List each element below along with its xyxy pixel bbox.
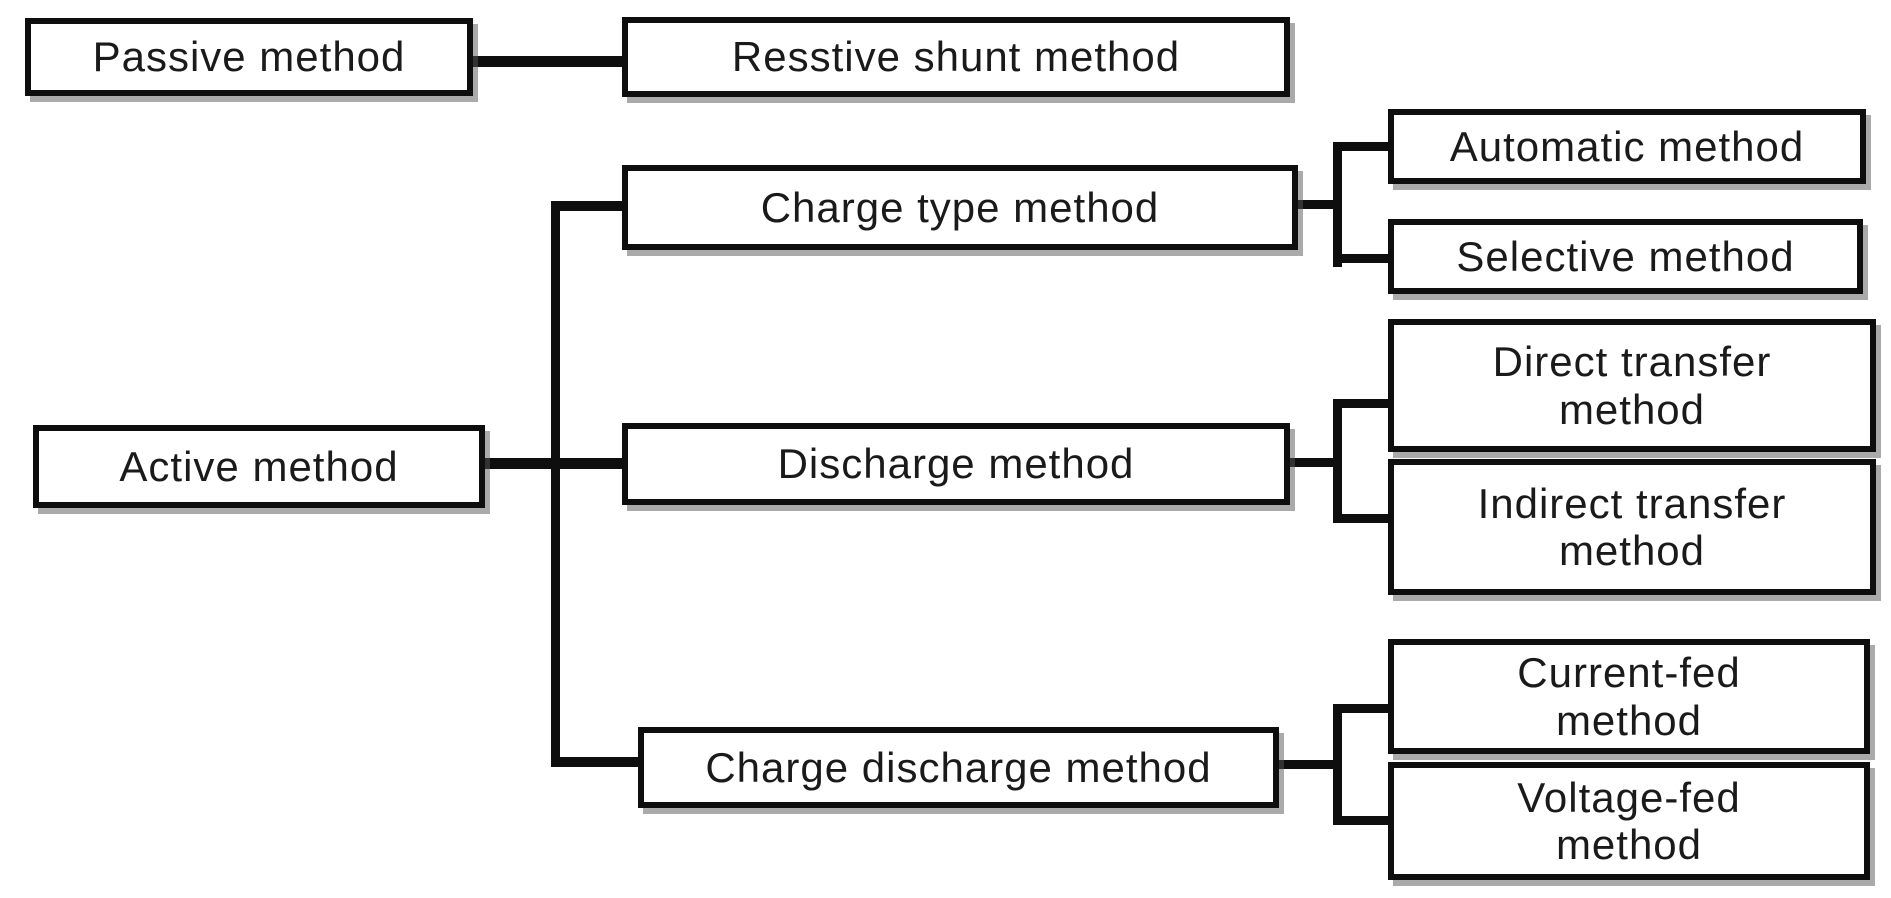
node-automatic-method: Automatic method — [1388, 109, 1866, 184]
node-automatic-method-label: Automatic method — [1449, 122, 1805, 170]
node-resstive-shunt-method-label: Resstive shunt method — [731, 33, 1181, 81]
node-current-fed-method-label: Current-fed method — [1517, 649, 1741, 744]
node-active-method: Active method — [33, 425, 485, 508]
connector-bracket-to-selective — [1333, 254, 1391, 263]
node-selective-method: Selective method — [1388, 219, 1863, 294]
connector-passive-to-resstive-shunt — [470, 56, 627, 67]
connector-bracket-to-direct-transfer — [1333, 399, 1391, 408]
connector-charge-type-stub — [1294, 200, 1338, 209]
node-charge-type-method-label: Charge type method — [760, 183, 1160, 231]
node-indirect-transfer-method-label: Indirect transfer method — [1477, 479, 1787, 574]
node-indirect-transfer-method: Indirect transfer method — [1388, 459, 1876, 595]
node-direct-transfer-method: Direct transfer method — [1388, 319, 1876, 452]
connector-discharge-stub — [1286, 458, 1338, 467]
node-passive-method: Passive method — [25, 18, 473, 96]
node-voltage-fed-method: Voltage-fed method — [1388, 762, 1870, 880]
connector-bracket-to-voltage-fed — [1333, 816, 1391, 825]
connector-charge-discharge-stub — [1276, 760, 1338, 769]
connector-bracket-to-current-fed — [1333, 704, 1391, 713]
node-resstive-shunt-method: Resstive shunt method — [622, 17, 1290, 97]
connector-bracket-to-automatic — [1333, 142, 1391, 151]
node-discharge-method-label: Discharge method — [777, 440, 1135, 488]
connector-trunk-to-charge-discharge — [551, 757, 643, 767]
node-direct-transfer-method-label: Direct transfer method — [1492, 338, 1772, 433]
node-charge-discharge-method-label: Charge discharge method — [705, 743, 1212, 791]
connector-trunk-to-charge-type — [551, 201, 627, 211]
connector-charge-discharge-bracket — [1333, 704, 1342, 825]
connector-active-trunk-vertical — [551, 201, 560, 767]
node-active-method-label: Active method — [119, 442, 399, 490]
node-current-fed-method: Current-fed method — [1388, 639, 1870, 754]
connector-bracket-to-indirect-transfer — [1333, 514, 1391, 523]
node-voltage-fed-method-label: Voltage-fed method — [1517, 773, 1741, 868]
connector-charge-type-bracket — [1333, 142, 1342, 267]
node-charge-discharge-method: Charge discharge method — [638, 727, 1279, 808]
node-discharge-method: Discharge method — [622, 423, 1290, 505]
connector-discharge-bracket — [1333, 399, 1342, 523]
node-passive-method-label: Passive method — [92, 33, 406, 81]
node-charge-type-method: Charge type method — [622, 165, 1298, 250]
node-selective-method-label: Selective method — [1456, 232, 1795, 280]
